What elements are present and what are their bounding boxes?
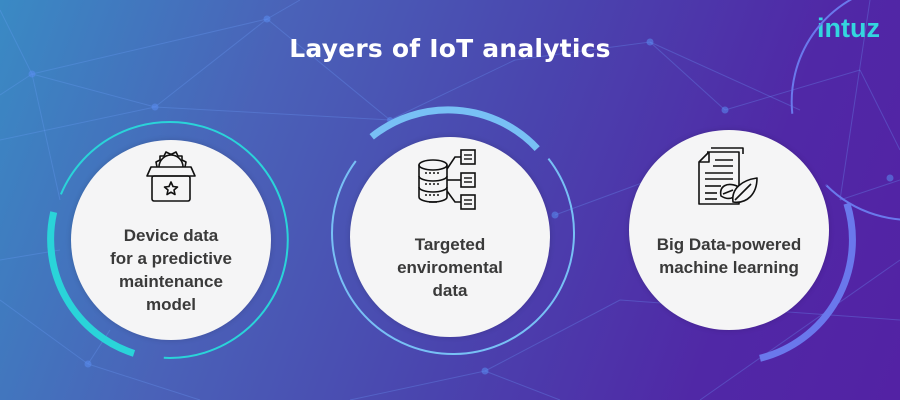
layer-label: Big Data-powered machine learning <box>656 235 802 277</box>
ring-2 <box>331 106 575 356</box>
page-title: Layers of IoT analytics <box>289 34 611 63</box>
layer-card-device-data: Device data for a predictive maintenance… <box>71 140 271 340</box>
layer-label: Device data for a predictive maintenance… <box>110 226 232 314</box>
database-network-icon <box>418 149 476 210</box>
layer-label: Targeted enviromental data <box>397 235 503 300</box>
gear-box-star-icon <box>146 151 196 202</box>
ring-1 <box>47 120 289 359</box>
layer-card-environmental-data: Targeted enviromental data <box>350 137 550 337</box>
ring-3 <box>759 0 900 362</box>
layer-card-machine-learning: Big Data-powered machine learning <box>629 130 829 330</box>
document-leaf-icon <box>698 147 758 205</box>
